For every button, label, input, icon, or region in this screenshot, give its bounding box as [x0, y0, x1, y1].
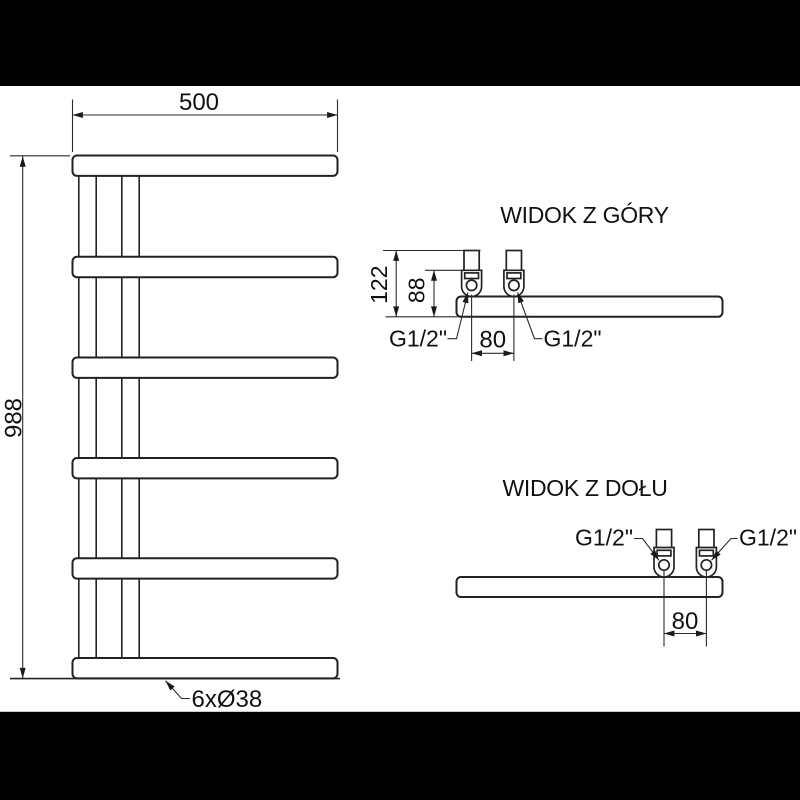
fitting-pipe — [463, 249, 481, 272]
towel-bar-6 — [71, 657, 339, 680]
tube-note: 6xØ38 — [165, 680, 263, 713]
thread-label: G1/2" — [575, 525, 633, 551]
thread-leader — [634, 537, 660, 561]
dimension-spacing-80-bottom: 80 — [663, 570, 707, 647]
thread-leader — [516, 292, 543, 340]
towel-bar-4 — [71, 457, 339, 480]
bottom-view-fitting-left — [653, 528, 675, 578]
fitting-port — [465, 279, 478, 292]
fitting-nut — [698, 549, 715, 557]
top-view-fitting-left — [460, 249, 483, 298]
height-dimension-label: 988 — [1, 398, 28, 438]
depth-connection-label: 88 — [404, 278, 430, 304]
bottom-view-drawing: WIDOK Z DOŁU G1/2" G1/2" — [455, 475, 797, 647]
dimension-depth-88: 88 — [404, 269, 462, 317]
towel-bar-2 — [71, 255, 339, 279]
top-view-fitting-right — [503, 249, 525, 298]
front-view-drawing: 500 988 6xØ38 — [1, 89, 340, 713]
thread-label: G1/2" — [739, 525, 797, 551]
tube-note-leader — [165, 680, 190, 700]
tube-note-label: 6xØ38 — [192, 686, 263, 713]
spacing-label-bottom: 80 — [672, 608, 699, 635]
thread-leader — [711, 537, 738, 561]
thread-label: G1/2" — [389, 326, 447, 352]
fitting-pipe — [505, 249, 523, 272]
dimension-height-988: 988 — [1, 155, 70, 679]
top-view-title: WIDOK Z GÓRY — [500, 202, 669, 228]
depth-total-label: 122 — [366, 266, 392, 304]
bottom-view-fitting-right — [695, 528, 718, 578]
towel-bar-1 — [71, 154, 339, 177]
dimension-depth-122: 122 — [366, 249, 481, 318]
bottom-black-band — [0, 711, 800, 800]
width-dimension-label: 500 — [179, 89, 219, 116]
fitting-nut — [656, 549, 672, 557]
spacing-label-top: 80 — [479, 327, 506, 354]
thread-label: G1/2" — [544, 326, 602, 352]
fitting-pipe — [655, 528, 673, 549]
dimension-spacing-80-top: 80 — [471, 294, 515, 361]
thread-leader — [447, 292, 469, 340]
fitting-nut — [506, 272, 522, 280]
top-black-band — [0, 0, 800, 86]
bottom-view-title: WIDOK Z DOŁU — [502, 475, 667, 501]
thread-label-top-left: G1/2" — [389, 292, 469, 352]
towel-bar-3 — [71, 356, 339, 379]
fitting-nut — [463, 272, 480, 280]
fitting-pipe — [697, 528, 715, 549]
bottom-view-bar — [455, 576, 724, 598]
fitting-port — [657, 558, 671, 572]
thread-label-bottom-right: G1/2" — [711, 525, 797, 561]
dimension-width-500: 500 — [71, 89, 339, 152]
top-view-bar — [455, 295, 724, 318]
top-view-drawing: WIDOK Z GÓRY 122 88 — [366, 202, 724, 361]
fitting-port — [700, 558, 713, 572]
towel-bar-5 — [71, 557, 339, 580]
fitting-port — [507, 279, 520, 292]
thread-label-top-right: G1/2" — [516, 292, 602, 352]
thread-label-bottom-left: G1/2" — [575, 525, 660, 561]
